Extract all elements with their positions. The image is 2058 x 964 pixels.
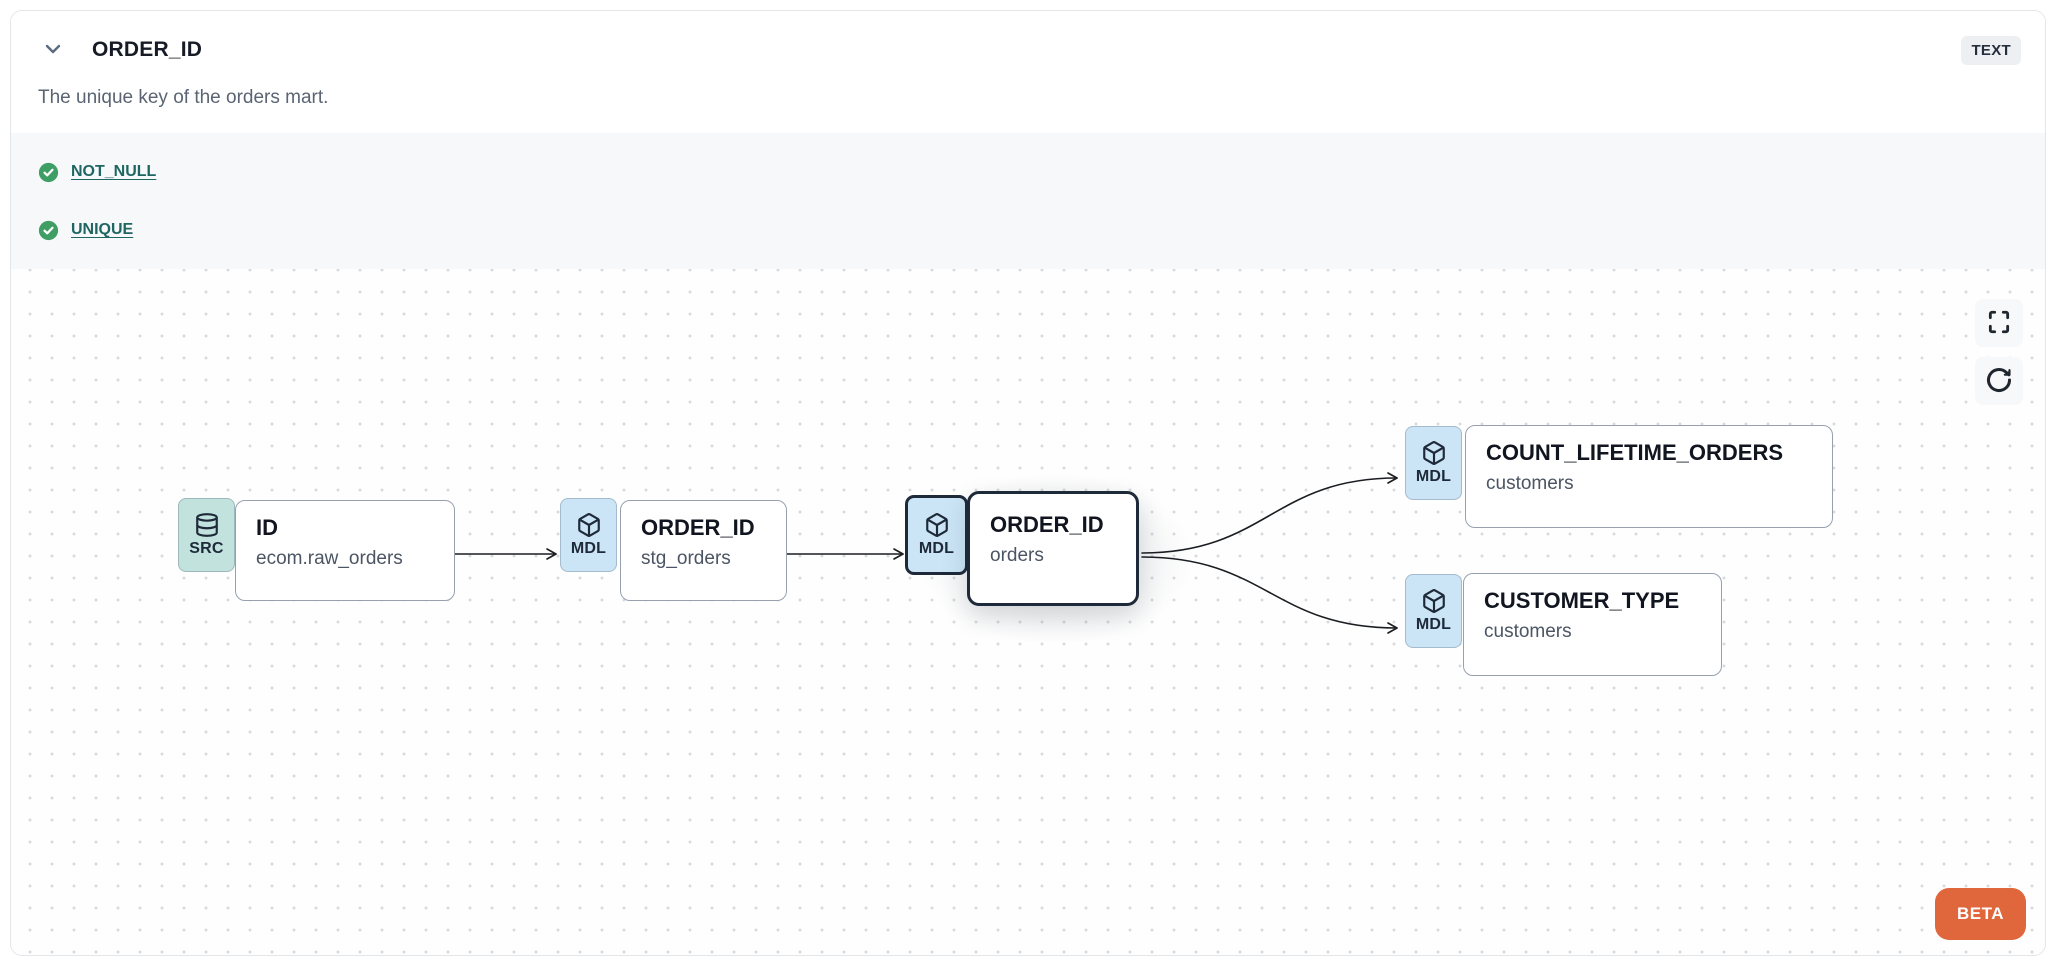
column-type-badge: TEXT <box>1961 35 2021 65</box>
lineage-edges <box>454 472 1398 634</box>
node-title: COUNT_LIFETIME_ORDERS <box>1486 440 1784 465</box>
cube-icon <box>924 512 950 538</box>
chevron-down-icon <box>41 37 65 64</box>
test-row: UNIQUE <box>38 216 2045 244</box>
column-details-panel: ORDER_ID TEXT The unique key of the orde… <box>10 10 2046 956</box>
cube-icon <box>576 512 602 538</box>
test-link-not-null[interactable]: NOT_NULL <box>71 163 157 180</box>
cube-icon <box>1421 588 1447 614</box>
test-link-unique[interactable]: UNIQUE <box>71 221 134 238</box>
check-circle-icon <box>38 162 59 183</box>
test-row: NOT_NULL <box>38 158 2045 186</box>
check-circle-icon <box>38 220 59 241</box>
lineage-node-source[interactable]: SRC ID ecom.raw_orders <box>178 498 456 601</box>
panel-header: ORDER_ID TEXT The unique key of the orde… <box>11 11 2045 133</box>
lineage-node-count-lifetime-orders[interactable]: MDL COUNT_LIFETIME_ORDERS customers <box>1405 425 1833 529</box>
node-badge-label: MDL <box>1415 616 1452 633</box>
collapse-button[interactable] <box>38 35 68 65</box>
node-subtitle: customers <box>1484 621 1572 642</box>
column-title: ORDER_ID <box>92 38 203 61</box>
beta-badge: BETA <box>1934 888 2026 940</box>
node-badge-label: MDL <box>1415 468 1452 485</box>
node-subtitle: ecom.raw_orders <box>256 548 403 569</box>
node-title: ORDER_ID <box>990 512 1104 537</box>
tests-section: NOT_NULL UNIQUE <box>11 133 2045 269</box>
node-title: CUSTOMER_TYPE <box>1484 588 1680 613</box>
node-badge-label: SRC <box>189 540 224 557</box>
node-title: ID <box>256 515 278 540</box>
lineage-canvas[interactable]: SRC ID ecom.raw_orders MDL ORDER_ID stg_… <box>11 269 2045 955</box>
canvas-controls <box>1975 299 2023 405</box>
fullscreen-icon <box>1986 309 2012 338</box>
fullscreen-button[interactable] <box>1975 299 2023 347</box>
node-badge-label: MDL <box>570 540 607 557</box>
lineage-node-stg-orders[interactable]: MDL ORDER_ID stg_orders <box>560 498 787 601</box>
column-description: The unique key of the orders mart. <box>38 87 329 108</box>
cube-icon <box>1421 440 1447 466</box>
refresh-button[interactable] <box>1975 357 2023 405</box>
lineage-node-customer-type[interactable]: MDL CUSTOMER_TYPE customers <box>1405 573 1722 677</box>
node-subtitle: stg_orders <box>641 548 731 569</box>
node-subtitle: orders <box>990 545 1044 566</box>
node-title: ORDER_ID <box>641 515 755 540</box>
refresh-icon <box>1985 366 2013 397</box>
node-badge-label: MDL <box>918 540 955 557</box>
lineage-node-orders-selected[interactable]: MDL ORDER_ID orders <box>905 491 1139 606</box>
node-subtitle: customers <box>1486 473 1574 494</box>
database-icon <box>194 512 220 538</box>
